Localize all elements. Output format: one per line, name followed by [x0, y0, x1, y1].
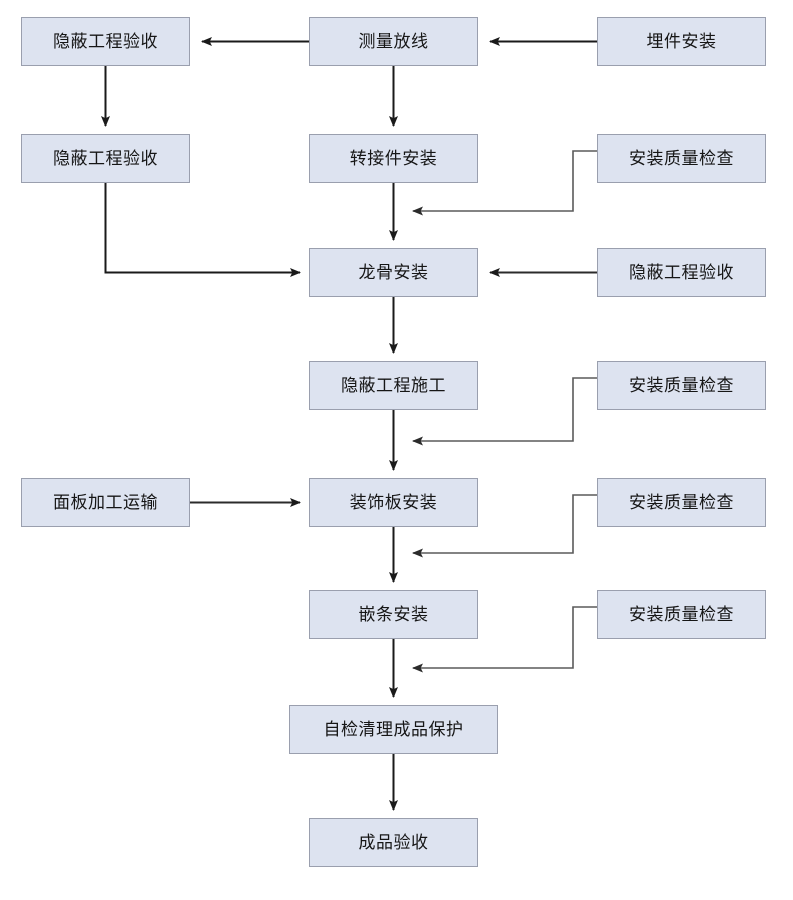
node-label: 隐蔽工程施工 [341, 376, 446, 395]
node-longgu-anzhuang[interactable]: 龙骨安装 [309, 248, 478, 297]
node-label: 转接件安装 [349, 149, 438, 168]
node-maijian-anzhuang[interactable]: 埋件安装 [597, 17, 766, 66]
node-anzhuang-zhiliang-jiancha-row6[interactable]: 安装质量检查 [597, 590, 766, 639]
node-yinbi-gongcheng-yanshou-top[interactable]: 隐蔽工程验收 [21, 17, 190, 66]
node-label: 龙骨安装 [358, 263, 429, 282]
node-yinbi-gongcheng-yanshou-row2[interactable]: 隐蔽工程验收 [21, 134, 190, 183]
node-label: 成品验收 [358, 833, 429, 852]
node-label: 装饰板安装 [349, 493, 438, 512]
node-label: 隐蔽工程验收 [629, 263, 734, 282]
node-chengpin-yanshou[interactable]: 成品验收 [309, 818, 478, 867]
node-label: 安装质量检查 [629, 376, 734, 395]
node-label: 面板加工运输 [53, 493, 158, 512]
node-anzhuang-zhiliang-jiancha-row2[interactable]: 安装质量检查 [597, 134, 766, 183]
node-label: 安装质量检查 [629, 149, 734, 168]
node-label: 隐蔽工程验收 [53, 149, 158, 168]
node-zhuanjiejian-anzhuang[interactable]: 转接件安装 [309, 134, 478, 183]
node-label: 测量放线 [358, 32, 429, 51]
node-celiang-fangxian[interactable]: 测量放线 [309, 17, 478, 66]
node-yinbi-gongcheng-shigong[interactable]: 隐蔽工程施工 [309, 361, 478, 410]
node-label: 自检清理成品保护 [323, 720, 464, 739]
node-anzhuang-zhiliang-jiancha-row5[interactable]: 安装质量检查 [597, 478, 766, 527]
node-label: 隐蔽工程验收 [53, 32, 158, 51]
node-yinbi-gongcheng-yanshou-row3[interactable]: 隐蔽工程验收 [597, 248, 766, 297]
edge-yinbi-row2-to-longgu [104, 183, 301, 277]
node-zhuangshiban-anzhuang[interactable]: 装饰板安装 [309, 478, 478, 527]
node-qiantiao-anzhuang[interactable]: 嵌条安装 [309, 590, 478, 639]
node-label: 埋件安装 [646, 32, 717, 51]
node-zijian-qingli-chengpin-baohu[interactable]: 自检清理成品保护 [289, 705, 498, 754]
node-label: 嵌条安装 [358, 605, 429, 624]
node-mianban-jiagong-yunshu[interactable]: 面板加工运输 [21, 478, 190, 527]
node-anzhuang-zhiliang-jiancha-row4[interactable]: 安装质量检查 [597, 361, 766, 410]
node-label: 安装质量检查 [629, 605, 734, 624]
node-label: 安装质量检查 [629, 493, 734, 512]
